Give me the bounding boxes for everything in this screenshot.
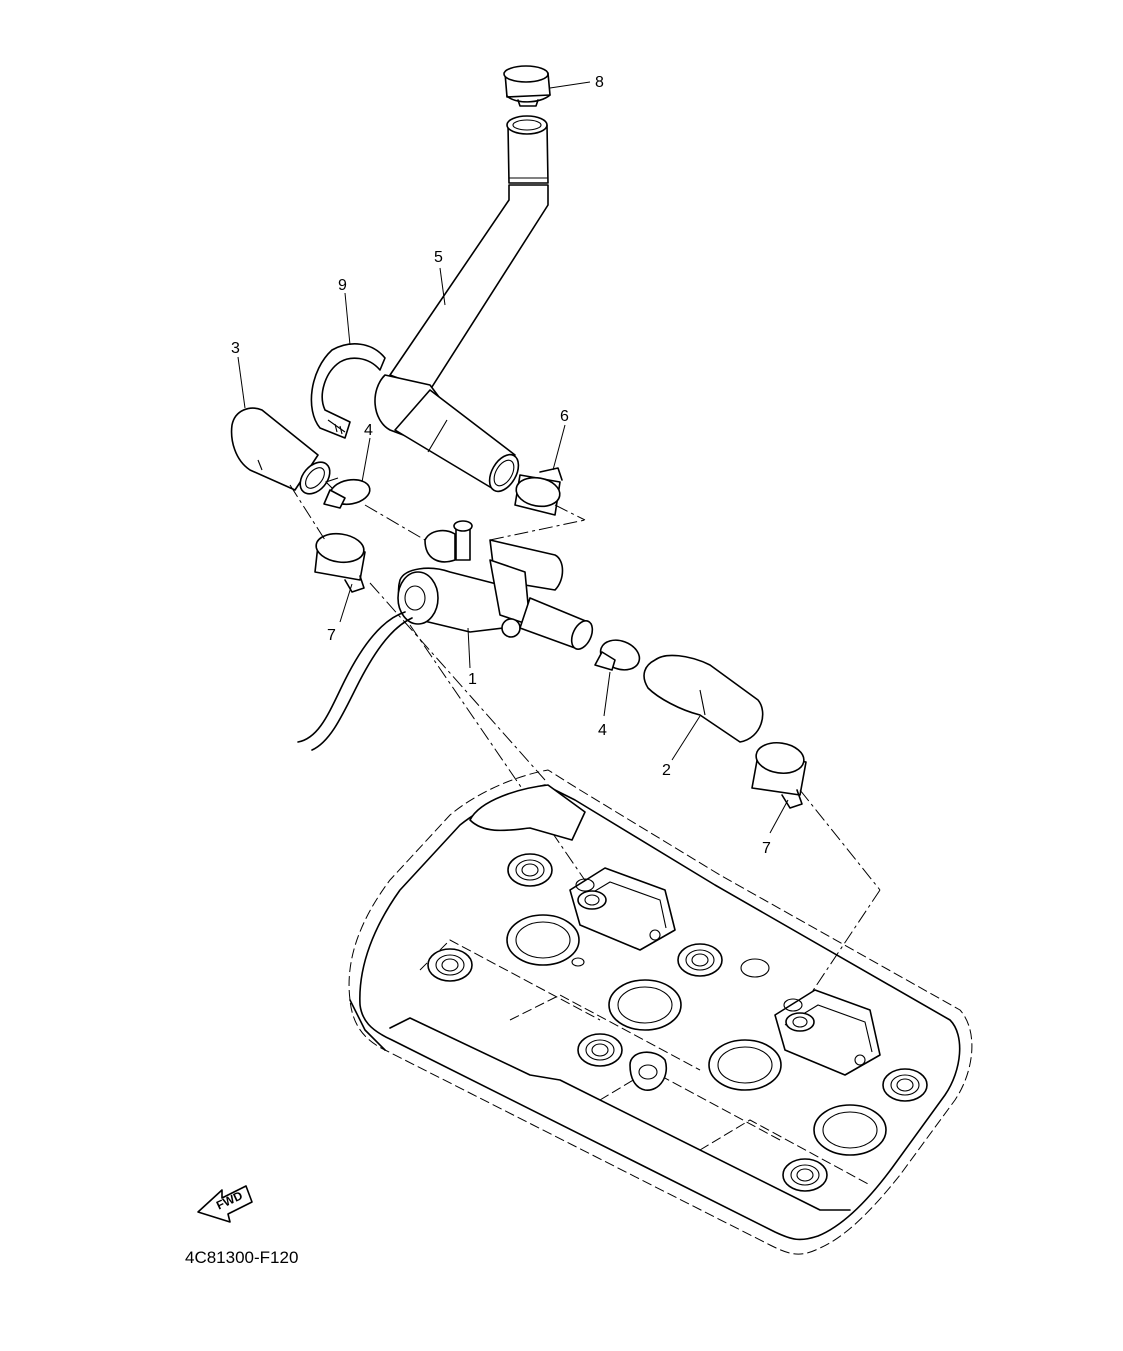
- plug-hole-4: [577, 1033, 623, 1067]
- callout-7a: 7: [327, 627, 336, 644]
- callout-9: 9: [338, 277, 347, 294]
- boss-3: [629, 1051, 667, 1091]
- port-3: [708, 1039, 782, 1091]
- callout-5: 5: [434, 249, 443, 266]
- part-code: 4C81300-F120: [185, 1248, 298, 1267]
- plug-hole-2: [427, 948, 473, 982]
- callout-3: 3: [231, 340, 240, 357]
- plug-hole-5: [882, 1068, 928, 1102]
- leader-2: [671, 715, 701, 761]
- fwd-arrow-icon: FWD: [197, 1185, 253, 1223]
- callout-4b: 4: [598, 722, 607, 739]
- plug-hole-6: [782, 1158, 828, 1192]
- boss-1: [740, 958, 770, 978]
- callout-8: 8: [595, 74, 604, 91]
- leader-4b: [603, 671, 611, 717]
- leader-7a: [339, 583, 353, 623]
- part-7-clamp-left: [314, 532, 366, 593]
- leader-8: [549, 81, 591, 89]
- part-4-clamp-lower: [594, 639, 641, 671]
- leader-9: [344, 292, 351, 346]
- part-7-clamp-right: [751, 741, 807, 809]
- part-2-hose: [643, 654, 764, 743]
- assembly-lines: [289, 484, 881, 1011]
- leader-1: [467, 627, 471, 669]
- callout-6: 6: [560, 408, 569, 425]
- leader-5: [439, 267, 446, 306]
- reed-valve-cover-1: [569, 867, 676, 951]
- port-4: [813, 1104, 887, 1156]
- callout-1: 1: [468, 671, 477, 688]
- part-3-hose: [230, 407, 331, 495]
- leader-7b: [769, 799, 789, 834]
- plug-hole-3: [677, 943, 723, 977]
- part-8-hose-clamp: [503, 65, 551, 107]
- part-9-bracket: [310, 343, 386, 439]
- part-1-air-cut-valve: [297, 520, 594, 751]
- leader-4a: [361, 437, 371, 483]
- callout-4a: 4: [364, 422, 373, 439]
- cylinder-head-cover: [348, 769, 973, 1255]
- callout-7b: 7: [762, 840, 771, 857]
- plug-hole-1: [507, 853, 553, 887]
- boss-2: [571, 957, 585, 967]
- port-2: [608, 979, 682, 1031]
- port-1: [506, 914, 580, 966]
- leader-3: [237, 356, 246, 409]
- callout-2: 2: [662, 762, 671, 779]
- part-4-clamp-upper: [323, 477, 371, 509]
- leader-6: [552, 424, 566, 471]
- reed-valve-cover-2: [774, 989, 881, 1076]
- part-6-clamp: [514, 467, 563, 516]
- part-5-pipe: [374, 115, 549, 493]
